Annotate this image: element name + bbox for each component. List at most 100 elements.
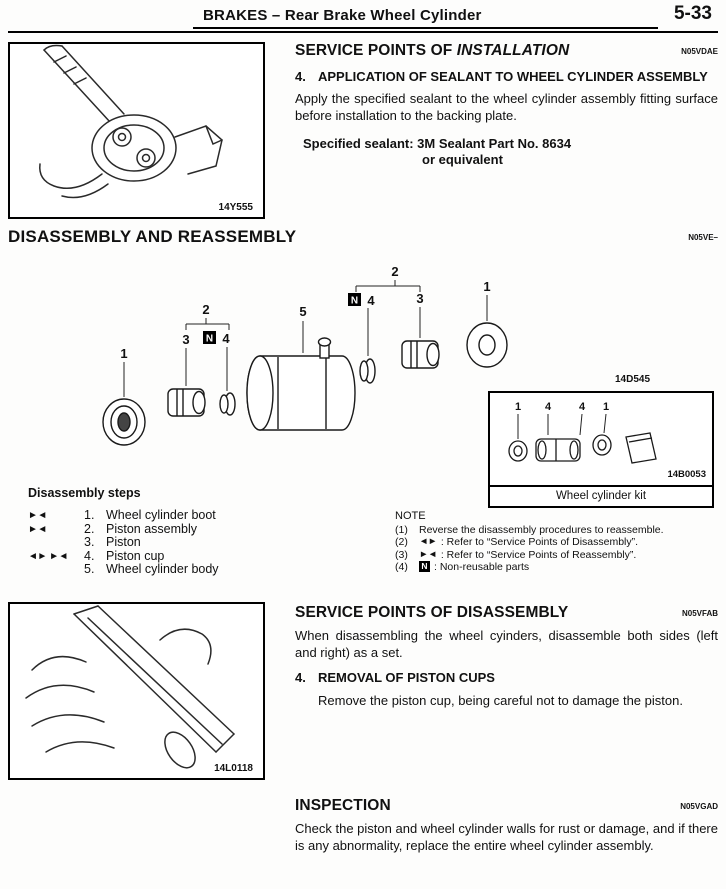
piston-right-drawing <box>401 340 440 369</box>
kit-boot-left-drawing <box>508 440 528 462</box>
step-number: 4. <box>84 548 95 563</box>
callout-piston-right: 3 <box>416 291 423 306</box>
kit-label: Wheel cylinder kit <box>490 485 712 506</box>
step-number: 1. <box>84 508 95 522</box>
installation-section: SERVICE POINTS OF INSTALLATION N05VDAE 4… <box>295 42 718 169</box>
section-code: N05VGAD <box>680 802 718 811</box>
page-number: 5-33 <box>673 3 712 24</box>
piston-left-drawing <box>167 388 206 417</box>
non-reusable-letter: N <box>351 296 358 307</box>
paragraph: Remove the piston cup, being careful not… <box>318 692 683 708</box>
note-number: (2) <box>395 536 408 549</box>
callout-boot-left: 1 <box>120 346 127 361</box>
steps-heading: Disassembly steps <box>28 486 141 500</box>
note-block: NOTE (1) Reverse the disassembly procedu… <box>395 510 722 573</box>
kit-boot-right-drawing <box>592 434 612 456</box>
paragraph: Apply the specified sealant to the wheel… <box>295 91 718 123</box>
note-item: (2) ◄► : Refer to “Service Points of Dis… <box>395 536 722 548</box>
section-code: N05VDAE <box>681 47 718 56</box>
step-label: Piston assembly <box>106 521 198 536</box>
step-number: 3. <box>84 535 95 550</box>
wheel-cylinder-installation-illustration <box>39 44 223 199</box>
kit-callout-4: 1 <box>603 401 609 413</box>
disassembly-symbol: ◄► <box>419 536 437 548</box>
wheel-cylinder-kit-diagram: 1 4 4 1 <box>508 401 657 464</box>
heading-text-italic: INSTALLATION <box>456 42 570 59</box>
figure-code: 14L0118 <box>212 763 255 774</box>
step-number: 4. <box>295 69 306 84</box>
disassembly-steps: Disassembly steps ►◄ 1. Wheel cylinder b… <box>28 486 358 577</box>
exploded-view-diagram: N N 1 2 3 4 5 2 4 3 1 <box>102 264 508 446</box>
sealant-line1: Specified sealant: 3M Sealant Part No. 8… <box>303 135 572 151</box>
note-number: (4) <box>395 560 408 573</box>
sealant-spec: Specified sealant: 3M Sealant Part No. 8… <box>303 136 718 170</box>
note-number: (3) <box>395 548 408 561</box>
note-text: : Refer to “Service Points of Reassembly… <box>440 548 637 561</box>
wheel-cylinder-boot-right-drawing <box>466 322 508 368</box>
section-code: N05VFAB <box>681 609 718 618</box>
kit-callout-3: 4 <box>579 401 586 413</box>
disassembly-figure-box: 14L0118 <box>8 602 265 780</box>
wheel-cylinder-boot-left-drawing <box>102 398 146 446</box>
note-item: (4) N : Non-reusable parts <box>395 560 722 573</box>
list-item: ◄► ►◄ 4. Piston cup <box>28 548 358 564</box>
exploded-view-area: N N 1 2 3 4 5 2 4 3 1 <box>0 250 726 490</box>
note-item: (1) Reverse the disassembly procedures t… <box>395 524 722 536</box>
section-code: N05VE– <box>688 233 718 242</box>
installation-figure-box: 14Y555 <box>8 42 265 219</box>
piston-cup-right-drawing <box>359 358 376 384</box>
reassembly-symbol: ►◄ <box>28 523 47 535</box>
disassembly-reassembly-heading-row: DISASSEMBLY AND REASSEMBLY N05VE– <box>8 227 718 247</box>
non-reusable-mark-right <box>348 293 361 306</box>
non-reusable-mark: N <box>419 560 430 572</box>
callout-boot-right: 1 <box>483 279 490 294</box>
note-item: (3) ►◄ : Refer to “Service Points of Rea… <box>395 549 722 561</box>
section-heading: SERVICE POINTS OF DISASSEMBLY <box>295 604 569 621</box>
section-heading: DISASSEMBLY AND REASSEMBLY <box>8 227 297 246</box>
figure-code: 14D545 <box>615 374 651 385</box>
callout-piston-left: 3 <box>182 332 189 347</box>
step-number: 2. <box>84 521 95 536</box>
list-item: ►◄ 1. Wheel cylinder boot <box>28 508 358 523</box>
list-item: 5. Wheel cylinder body <box>28 563 358 577</box>
kit-sealant-packet-drawing <box>625 432 657 464</box>
step-label: Piston <box>106 535 141 550</box>
leader-lines <box>123 280 488 397</box>
note-text: : Non-reusable parts <box>434 560 530 573</box>
step-number: 4. <box>295 670 306 686</box>
page-title: BRAKES – Rear Brake Wheel Cylinder <box>193 7 658 29</box>
paragraph: Check the piston and wheel cylinder wall… <box>295 821 718 853</box>
disassembly-reassembly-symbols: ◄► ►◄ <box>28 550 68 562</box>
note-number: (1) <box>395 524 408 537</box>
note-text: Reverse the disassembly procedures to re… <box>419 524 664 537</box>
step-label: Piston cup <box>106 548 165 563</box>
step-label: Wheel cylinder body <box>106 562 219 577</box>
paragraph: When disassembling the wheel cyinders, d… <box>295 628 718 660</box>
heading-text: SERVICE POINTS OF <box>295 42 457 59</box>
reassembly-symbol: ►◄ <box>419 548 437 560</box>
list-item: 3. Piston <box>28 536 358 550</box>
disassembly-points-section: SERVICE POINTS OF DISASSEMBLY N05VFAB Wh… <box>295 604 718 709</box>
sealant-line2: or equivalent <box>422 152 503 168</box>
section-heading: SERVICE POINTS OF INSTALLATION <box>295 42 569 60</box>
piston-cup-removal-illustration <box>25 605 235 769</box>
wheel-cylinder-body-drawing <box>246 337 356 431</box>
piston-cup-left-drawing <box>219 392 236 416</box>
section-heading: INSPECTION <box>295 797 391 814</box>
note-text: : Refer to “Service Points of Disassembl… <box>440 536 639 549</box>
reassembly-symbol: ►◄ <box>28 510 47 521</box>
kit-callout-1: 1 <box>515 401 521 413</box>
callout-group-right: 2 <box>391 264 398 279</box>
figure-code: 14Y555 <box>216 202 255 213</box>
callout-cup-right: 4 <box>367 293 375 308</box>
step-number: 5. <box>84 562 95 577</box>
kit-cylinder-drawing <box>535 438 581 462</box>
list-item: ►◄ 2. Piston assembly <box>28 521 358 537</box>
callout-group-left: 2 <box>202 302 209 317</box>
non-reusable-letter: N <box>206 334 213 345</box>
step-title: REMOVAL OF PISTON CUPS <box>318 670 495 686</box>
callout-body: 5 <box>299 304 306 319</box>
step-label: Wheel cylinder boot <box>106 508 216 522</box>
callout-cup-left: 4 <box>222 331 230 346</box>
